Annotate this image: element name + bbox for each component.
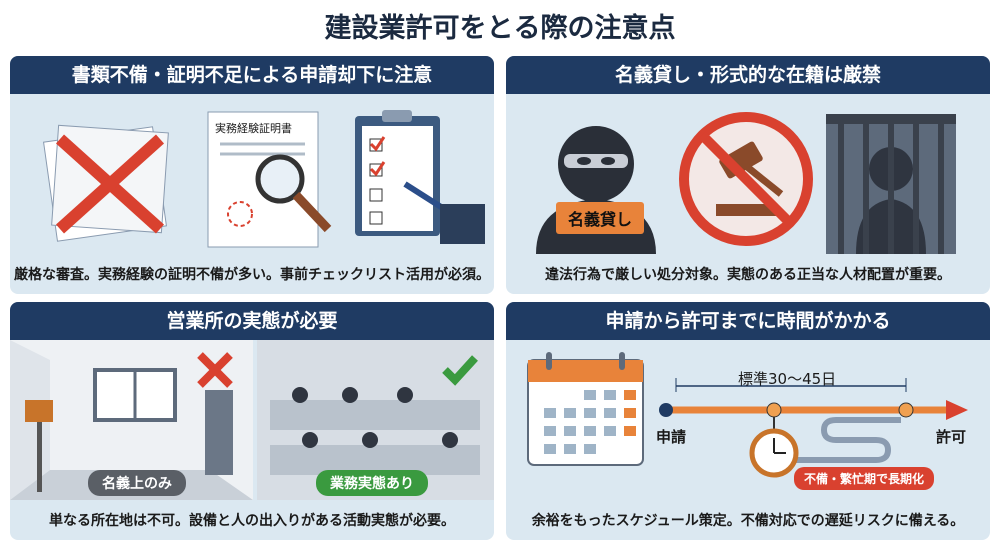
panel-caption: 単なる所在地は不可。設備と人の出入りがある活動実態が必要。 bbox=[49, 513, 455, 529]
panel-heading: 書類不備・証明不足による申請却下に注意 bbox=[10, 56, 494, 94]
documents-illustration bbox=[43, 110, 485, 248]
rejected-papers-icon bbox=[43, 124, 169, 242]
timeline-arrow bbox=[659, 378, 968, 463]
name-lending-illustration bbox=[536, 112, 956, 254]
panel-processing-time: 申請から許可までに時間がかかる 標準30〜45日 申請 許可 不備・繁忙期で長期… bbox=[506, 302, 990, 540]
jail-icon bbox=[826, 114, 956, 254]
delay-badge: 不備・繁忙期で長期化 bbox=[794, 467, 935, 490]
clock-icon bbox=[749, 428, 799, 478]
standard-period-label: 標準30〜45日 bbox=[738, 370, 837, 388]
panel-caption: 厳格な審査。実務経験の証明不備が多い。事前チェックリスト活用が必須。 bbox=[14, 267, 490, 283]
page-title: 建設業許可をとる際の注意点 bbox=[324, 13, 676, 44]
certificate-label: 実務経験証明書 bbox=[215, 122, 292, 135]
checklist-icon bbox=[355, 110, 485, 244]
permit-label: 許可 bbox=[936, 428, 967, 446]
panel-document-deficiency: 書類不備・証明不足による申請却下に注意 実務経験証明書 厳格な審査。実務経験の証… bbox=[10, 56, 494, 294]
application-label: 申請 bbox=[656, 428, 687, 446]
prohibited-gavel-icon bbox=[679, 112, 813, 246]
certificate-magnifier-icon bbox=[207, 111, 332, 248]
calendar-icon bbox=[527, 352, 644, 466]
panel-office-reality: 営業所の実態が必要 名義上のみ 業務実態あり 単なる所在地は不可。設備と人の出入… bbox=[10, 302, 494, 540]
panel-heading: 申請から許可までに時間がかかる bbox=[506, 302, 990, 340]
business-activity-label: 業務実態あり bbox=[316, 470, 428, 496]
panel-caption: 違法行為で厳しい処分対象。実態のある正当な人材配置が重要。 bbox=[545, 267, 951, 283]
panel-heading: 営業所の実態が必要 bbox=[10, 302, 494, 340]
panel-heading: 名義貸し・形式的な在籍は厳禁 bbox=[506, 56, 990, 94]
name-lending-badge: 名義貸し bbox=[556, 202, 645, 234]
timeline-illustration bbox=[527, 352, 968, 478]
panel-name-lending: 名義貸し・形式的な在籍は厳禁 名義貸し 違法行為で厳しい処分対象。実態のある正当… bbox=[506, 56, 990, 294]
masked-person-icon bbox=[536, 126, 656, 254]
nominal-only-label: 名義上のみ bbox=[88, 470, 186, 496]
panel-caption: 余裕をもったスケジュール策定。不備対応での遅延リスクに備える。 bbox=[531, 513, 965, 529]
